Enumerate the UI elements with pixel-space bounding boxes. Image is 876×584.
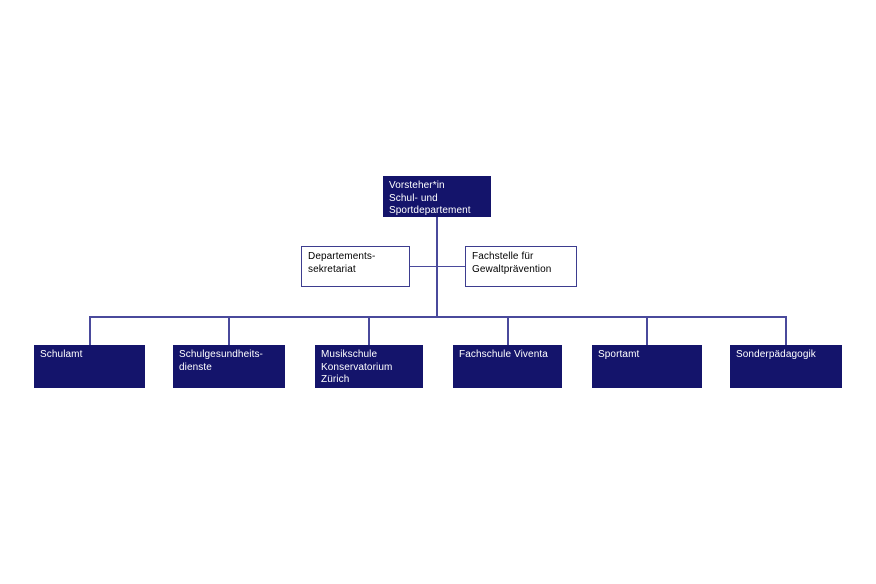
node-musikschule-konservatorium-zuerich: Musikschule Konservatorium Zürich <box>315 345 423 388</box>
connector-drop-schulgesundheitsdienste <box>228 316 230 345</box>
node-vorsteherin-schul-und-sportdepartement: Vorsteher*in Schul- und Sportdepartement <box>383 176 491 217</box>
connector-staff-right <box>436 265 465 267</box>
connector-staff-left <box>410 265 437 267</box>
node-fachschule-viventa: Fachschule Viventa <box>453 345 562 388</box>
node-schulgesundheitsdienste: Schulgesundheits- dienste <box>173 345 285 388</box>
node-fachstelle-gewaltpraevention: Fachstelle für Gewaltprävention <box>465 246 577 287</box>
connector-drop-schulamt <box>89 316 91 345</box>
connector-bus <box>89 316 787 318</box>
node-sportamt: Sportamt <box>592 345 702 388</box>
connector-drop-sportamt <box>646 316 648 345</box>
connector-drop-fachschule-viventa <box>507 316 509 345</box>
node-departementssekretariat: Departements- sekretariat <box>301 246 410 287</box>
connector-drop-musikschule <box>368 316 370 345</box>
node-sonderpaedagogik: Sonderpädagogik <box>730 345 842 388</box>
connector-drop-sonderpaedagogik <box>785 316 787 345</box>
node-schulamt: Schulamt <box>34 345 145 388</box>
